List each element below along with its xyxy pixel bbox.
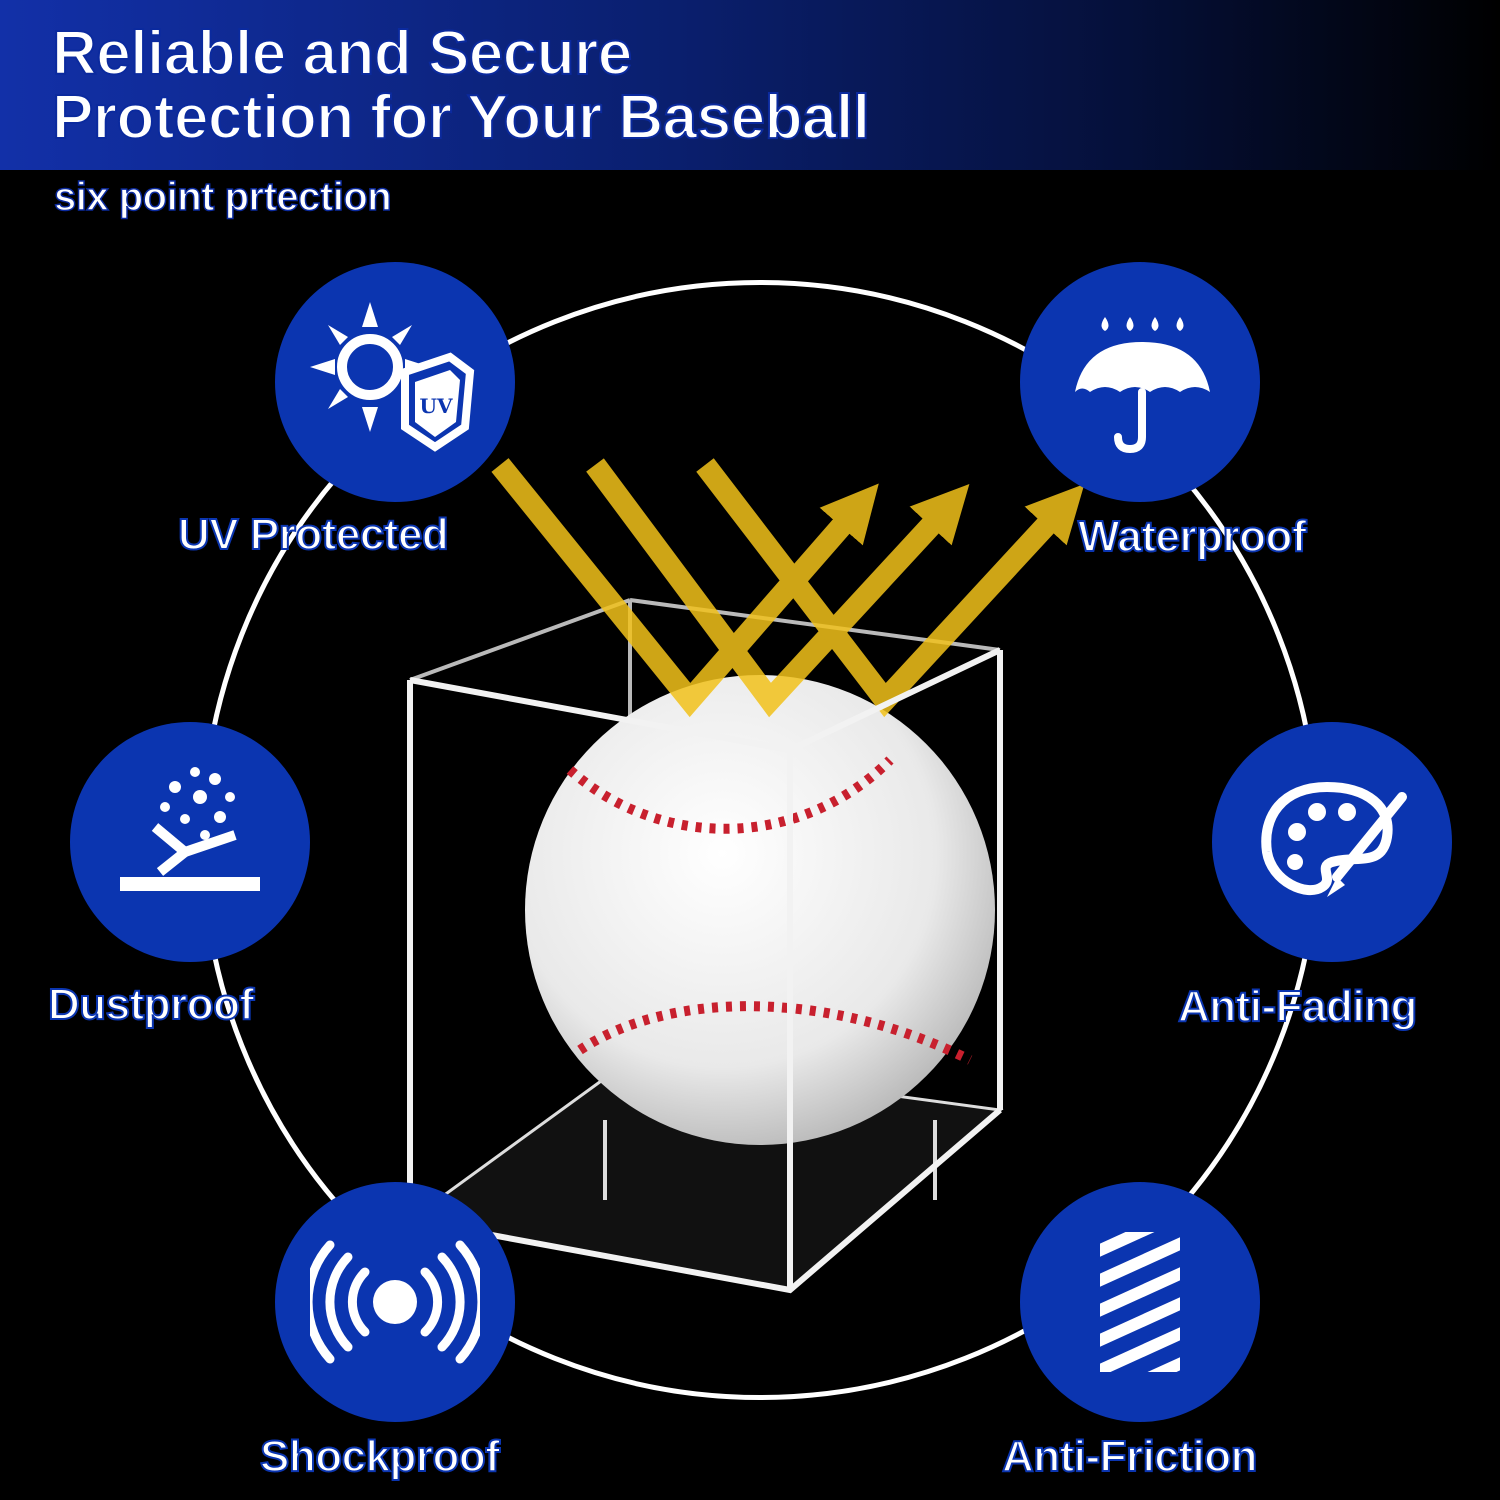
- header-banner: [0, 0, 1500, 170]
- page-title: Reliable and Secure Protection for Your …: [51, 19, 871, 152]
- dustproof-label: Dustproof: [47, 979, 255, 1030]
- svg-text:UV: UV: [420, 394, 453, 418]
- uv-protected-label: UV Protected: [177, 509, 450, 560]
- vibration-icon: [310, 1240, 480, 1364]
- baseball: [525, 675, 995, 1145]
- dustproof-badge: [70, 722, 310, 962]
- title-line-2: Protection for Your Baseball: [51, 83, 871, 152]
- dust-deflect-icon: [120, 767, 260, 891]
- uv-protected-badge: UV: [275, 262, 515, 502]
- anti-friction-label: Anti-Friction: [1001, 1431, 1259, 1482]
- shockproof-label: Shockproof: [259, 1431, 501, 1482]
- striped-panel-icon: [1100, 1232, 1180, 1372]
- title-line-1: Reliable and Secure: [51, 19, 633, 88]
- baseball-display-cube: [406, 458, 1085, 1294]
- shockproof-badge: [275, 1182, 515, 1422]
- anti-fading-label: Anti-Fading: [1177, 981, 1418, 1032]
- subtitle: six point prtection: [53, 174, 392, 220]
- umbrella-rain-icon: [1075, 317, 1210, 454]
- waterproof-badge: [1020, 262, 1260, 502]
- uv-sun-shield-icon: UV: [310, 302, 475, 452]
- waterproof-label: Waterproof: [1077, 511, 1308, 562]
- anti-friction-badge: [1020, 1182, 1260, 1422]
- palette-brush-icon: [1261, 781, 1407, 897]
- anti-fading-badge: [1212, 722, 1452, 962]
